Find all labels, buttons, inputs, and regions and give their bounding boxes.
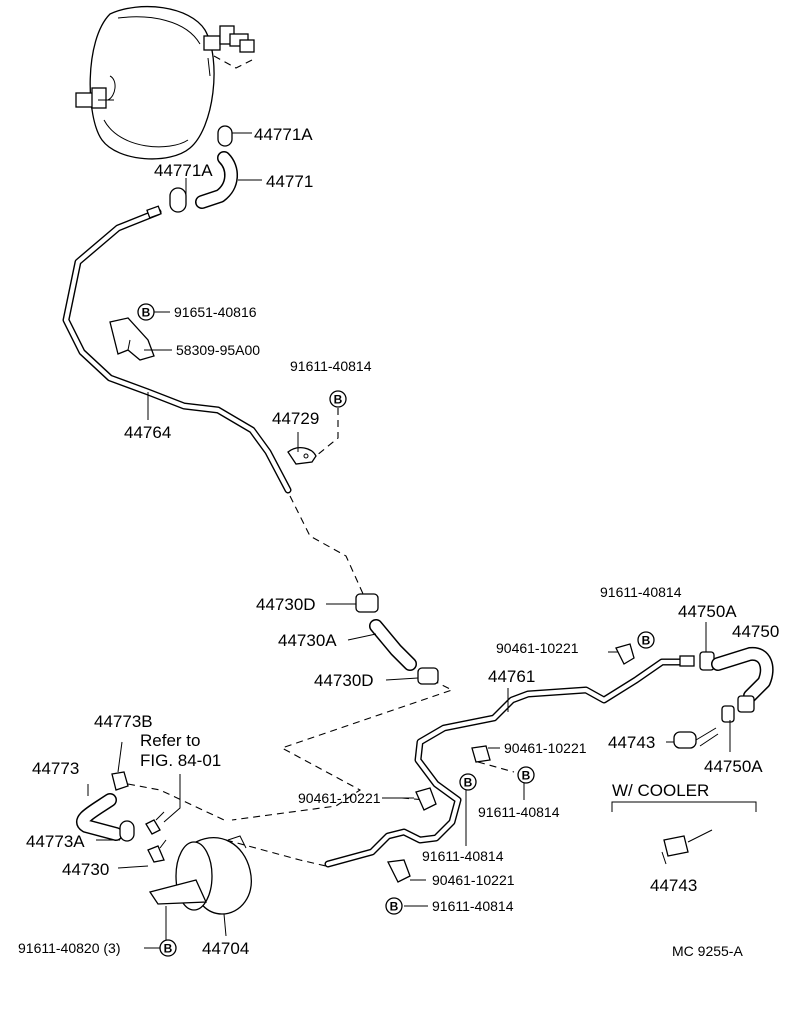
clips-90461 (387, 643, 635, 883)
svg-text:B: B (142, 306, 151, 320)
b-marker-5: B (517, 766, 535, 784)
label-44743-cooler: 44743 (650, 876, 697, 895)
label-44771A-left: 44771A (154, 161, 213, 180)
label-fig-84-01: FIG. 84-01 (140, 751, 221, 770)
hose-44773 (76, 771, 167, 863)
label-90461-10221-b: 90461-10221 (504, 740, 587, 756)
vacuum-tube-44764 (62, 205, 292, 494)
valve-44743 (673, 727, 719, 749)
b-marker-3: B (637, 631, 655, 649)
vacuum-tank-44704 (148, 835, 252, 915)
svg-text:B: B (464, 776, 473, 790)
label-91611-40814-b: 91611-40814 (600, 584, 682, 600)
label-44773: 44773 (32, 759, 79, 778)
label-44730D-top: 44730D (256, 595, 316, 614)
leader-lines (87, 132, 731, 949)
label-44764: 44764 (124, 423, 171, 442)
bracket-58309 (109, 317, 155, 361)
label-refer-to: Refer to (140, 731, 200, 750)
label-44743: 44743 (608, 733, 655, 752)
b-marker-4: B (459, 773, 477, 791)
label-91651-40816: 91651-40816 (174, 304, 257, 320)
label-44771A-top: 44771A (254, 125, 313, 144)
label-90461-10221-d: 90461-10221 (432, 872, 515, 888)
b-marker-1: B (137, 303, 155, 321)
brake-booster (75, 5, 255, 160)
label-91611-40814-a: 91611-40814 (290, 358, 372, 374)
label-91611-40814-e: 91611-40814 (432, 898, 514, 914)
label-58309-95A00: 58309-95A00 (176, 342, 260, 358)
label-91611-40814-d: 91611-40814 (422, 848, 504, 864)
hose-44771 (169, 125, 238, 213)
label-91611-40814-c: 91611-40814 (478, 804, 560, 820)
clamp-44729 (287, 446, 317, 465)
svg-text:B: B (334, 393, 343, 407)
label-44750: 44750 (732, 622, 779, 641)
label-44771: 44771 (266, 172, 313, 191)
label-44773A: 44773A (26, 832, 85, 851)
b-markers: B B B B B B B (137, 303, 655, 957)
hose-44750 (699, 646, 774, 723)
label-44704: 44704 (202, 939, 249, 958)
b-marker-6: B (385, 897, 403, 915)
svg-text:B: B (164, 942, 173, 956)
label-44730: 44730 (62, 860, 109, 879)
label-44750A-bottom: 44750A (704, 757, 763, 776)
label-91611-40820: 91611-40820 (3) (18, 940, 120, 956)
svg-text:B: B (390, 900, 399, 914)
b-marker-7: B (159, 939, 177, 957)
label-44750A-top: 44750A (678, 602, 737, 621)
valve-44743-cooler (661, 829, 713, 865)
label-44729: 44729 (272, 409, 319, 428)
label-figure-code: MC 9255-A (672, 943, 743, 959)
label-90461-10221-a: 90461-10221 (496, 640, 579, 656)
label-90461-10221-c: 90461-10221 (298, 790, 381, 806)
label-44730A: 44730A (278, 631, 337, 650)
b-marker-2: B (329, 390, 347, 408)
svg-text:B: B (642, 634, 651, 648)
hose-44730A (355, 593, 439, 685)
label-44730D-bottom: 44730D (314, 671, 374, 690)
label-44773B: 44773B (94, 712, 153, 731)
label-44761: 44761 (488, 667, 535, 686)
svg-text:B: B (522, 769, 531, 783)
label-w-cooler: W/ COOLER (612, 781, 709, 800)
tube-44761 (324, 655, 695, 868)
